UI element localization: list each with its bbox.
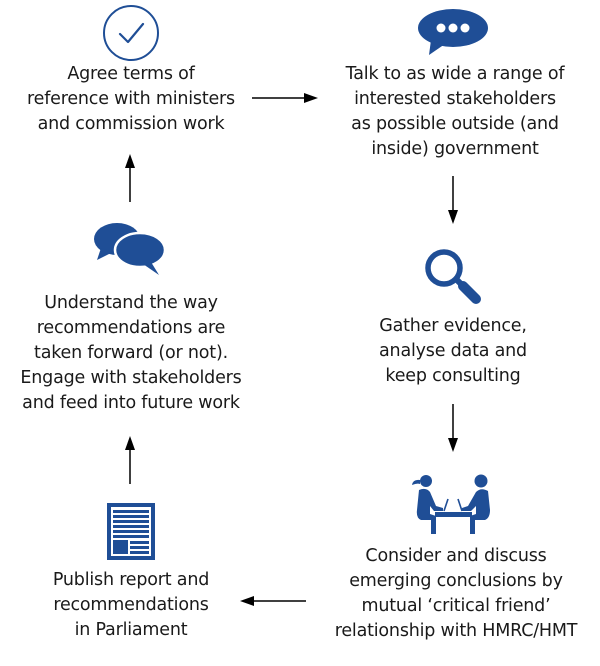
step-agree: Agree terms of reference with ministers … [15,62,247,137]
step-agree-label: Agree terms of reference with ministers … [27,64,235,134]
arrow-up-2 [125,154,135,202]
arrow-left [240,596,306,606]
step-talk: Talk to as wide a range of interested st… [316,62,594,162]
check-circle-icon [102,4,160,66]
step-talk-label: Talk to as wide a range of interested st… [345,64,565,159]
arrow-up-1 [125,436,135,484]
step-understand-label: Understand the way recommendations are t… [20,293,242,413]
arrow-right [252,93,318,103]
step-gather: Gather evidence, analyse data and keep c… [340,314,566,389]
step-publish-label: Publish report and recommendations in Pa… [52,570,210,640]
arrow-down-2 [448,404,458,452]
magnifying-glass-icon [424,248,488,310]
people-meeting-icon [410,474,498,540]
speech-bubble-dots-icon [417,8,489,60]
conversation-bubbles-icon [93,222,167,280]
step-consider: Consider and discuss emerging conclusion… [316,544,596,644]
step-understand: Understand the way recommendations are t… [5,291,257,416]
document-report-icon [107,503,155,564]
arrow-down-1 [448,176,458,224]
step-gather-label: Gather evidence, analyse data and keep c… [379,316,527,386]
step-consider-label: Consider and discuss emerging conclusion… [334,546,578,641]
step-publish: Publish report and recommendations in Pa… [20,568,242,643]
